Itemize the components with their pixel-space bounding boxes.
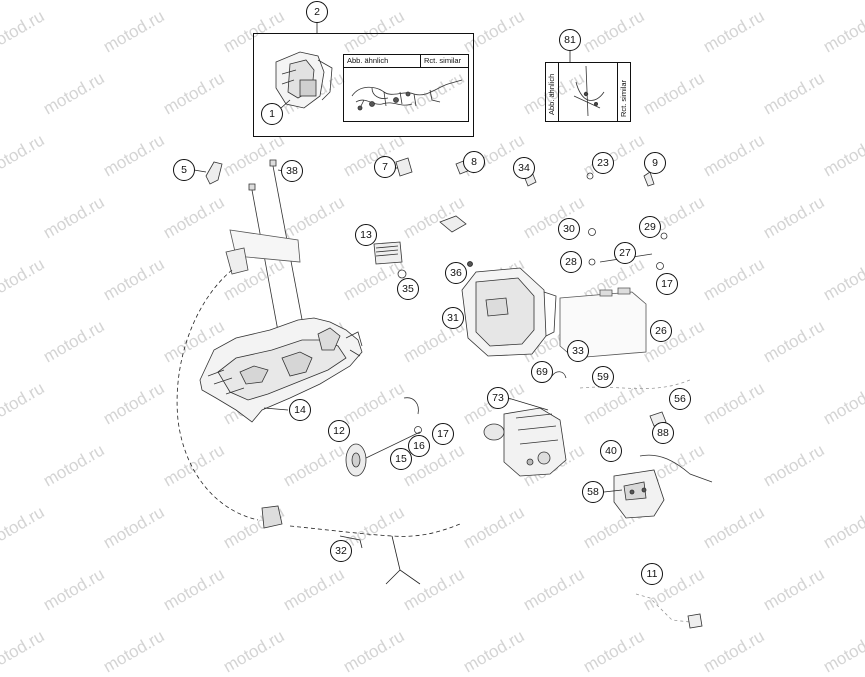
callout-28[interactable]: 28 bbox=[560, 251, 582, 273]
small-harness-label-left: Abb. ähnlich bbox=[546, 63, 559, 121]
label-illustration-similar-en-vertical: Rct. similar bbox=[619, 79, 628, 117]
callout-12[interactable]: 12 bbox=[328, 420, 350, 442]
callout-29[interactable]: 29 bbox=[639, 216, 661, 238]
callout-32[interactable]: 32 bbox=[330, 540, 352, 562]
diagram-artwork bbox=[176, 21, 713, 629]
junction-block-part bbox=[275, 51, 333, 109]
callout-73[interactable]: 73 bbox=[487, 387, 509, 409]
label-illustration-similar-en: Rct. similar bbox=[424, 56, 462, 65]
regulator-part bbox=[373, 241, 403, 265]
leader-line bbox=[263, 407, 289, 411]
plug-part bbox=[439, 215, 467, 233]
callout-23[interactable]: 23 bbox=[592, 152, 614, 174]
sensor-part bbox=[395, 157, 413, 177]
callout-1[interactable]: 1 bbox=[261, 103, 283, 125]
cable-clip-part bbox=[551, 371, 567, 379]
callout-36[interactable]: 36 bbox=[445, 262, 467, 284]
callout-2[interactable]: 2 bbox=[306, 1, 328, 23]
callout-26[interactable]: 26 bbox=[650, 320, 672, 342]
callout-69[interactable]: 69 bbox=[531, 361, 553, 383]
clip-part bbox=[205, 161, 223, 185]
connector-part bbox=[225, 247, 249, 275]
leader-line bbox=[193, 169, 207, 173]
cable-part bbox=[579, 379, 691, 389]
harness-kit-box: Abb. ähnlich Rct. similar bbox=[253, 33, 474, 137]
wire-routing-line bbox=[176, 269, 259, 521]
cable-part bbox=[639, 454, 713, 483]
harness-label-strip: Abb. ähnlich Rct. similar bbox=[344, 55, 468, 68]
battery-box-part bbox=[461, 267, 557, 357]
small-harness-drawing bbox=[573, 65, 605, 117]
wiring-harness-drawing bbox=[351, 79, 463, 111]
callout-9[interactable]: 9 bbox=[644, 152, 666, 174]
callout-8[interactable]: 8 bbox=[463, 151, 485, 173]
callout-30[interactable]: 30 bbox=[558, 218, 580, 240]
washer-part bbox=[414, 426, 422, 434]
terminal-part bbox=[687, 613, 703, 629]
electronics-tray-part bbox=[199, 317, 363, 423]
starter-relay-part bbox=[613, 469, 665, 519]
callout-31[interactable]: 31 bbox=[442, 307, 464, 329]
callout-33[interactable]: 33 bbox=[567, 340, 589, 362]
callout-27[interactable]: 27 bbox=[614, 242, 636, 264]
callout-56[interactable]: 56 bbox=[669, 388, 691, 410]
cable-part bbox=[403, 397, 419, 415]
leader-line bbox=[280, 99, 291, 109]
leader-line bbox=[507, 397, 549, 411]
callout-40[interactable]: 40 bbox=[600, 440, 622, 462]
callout-13[interactable]: 13 bbox=[355, 224, 377, 246]
callout-34[interactable]: 34 bbox=[513, 157, 535, 179]
label-illustration-similar-de: Abb. ähnlich bbox=[347, 56, 389, 65]
callout-5[interactable]: 5 bbox=[173, 159, 195, 181]
callout-17[interactable]: 17 bbox=[656, 273, 678, 295]
label-illustration-similar-de-vertical: Abb. ähnlich bbox=[547, 73, 556, 115]
wire-part bbox=[385, 535, 421, 585]
washer-part bbox=[588, 258, 596, 266]
nut-part bbox=[467, 261, 473, 267]
label-divider bbox=[420, 55, 421, 67]
callout-15[interactable]: 15 bbox=[390, 448, 412, 470]
leader-line bbox=[603, 489, 623, 493]
connector-part bbox=[261, 505, 283, 529]
screw-part bbox=[588, 228, 596, 236]
callout-11[interactable]: 11 bbox=[641, 563, 663, 585]
pickup-disc-part bbox=[345, 431, 421, 477]
wire-part bbox=[339, 535, 363, 549]
nut-part bbox=[586, 172, 594, 180]
callout-35[interactable]: 35 bbox=[397, 278, 419, 300]
small-harness-label-right: Rct. similar bbox=[617, 63, 630, 121]
nut-part bbox=[660, 232, 668, 240]
callout-17b[interactable]: 17 bbox=[432, 423, 454, 445]
callout-7[interactable]: 7 bbox=[374, 156, 396, 178]
cable-part bbox=[635, 593, 691, 623]
washer-part bbox=[656, 262, 664, 270]
pin-part bbox=[643, 171, 655, 187]
callout-58[interactable]: 58 bbox=[582, 481, 604, 503]
callout-38[interactable]: 38 bbox=[281, 160, 303, 182]
harness-sub-box: Abb. ähnlich Rct. similar bbox=[343, 54, 469, 122]
callout-16[interactable]: 16 bbox=[408, 435, 430, 457]
washer-part bbox=[397, 269, 407, 279]
callout-81[interactable]: 81 bbox=[559, 29, 581, 51]
bracket-part bbox=[229, 229, 301, 263]
callout-59[interactable]: 59 bbox=[592, 366, 614, 388]
callout-88[interactable]: 88 bbox=[652, 422, 674, 444]
wire-routing-line bbox=[289, 523, 461, 537]
callout-14[interactable]: 14 bbox=[289, 399, 311, 421]
small-harness-box: Abb. ähnlich Rct. similar bbox=[545, 62, 631, 122]
starter-motor-part bbox=[483, 407, 567, 477]
